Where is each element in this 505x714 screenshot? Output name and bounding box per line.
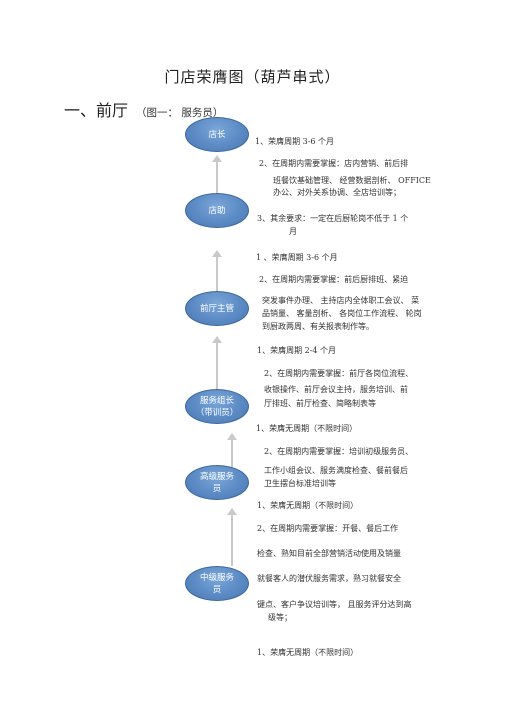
node-front-supervisor: 前厅主管 (185, 291, 249, 326)
desc-line: 1、荣膺无周期（不限时间） (256, 424, 358, 433)
node-label-sub: 员 (212, 483, 222, 494)
desc-line: 级等； (268, 613, 292, 622)
desc-line: 到厨政两周、有关报表制作等。 (262, 322, 374, 331)
node-label: 店助 (208, 205, 226, 216)
desc-line: 2、在周期内需要掌握：开餐、餐后工作 (257, 524, 399, 533)
desc-line: 1、荣膺无周期（不限时间） (257, 501, 359, 510)
desc-line: 3、其余要求：一定在后厨轮岗不低于 1 个 (257, 214, 409, 223)
page-title: 门店荣膺图（葫芦串式） (164, 68, 341, 86)
desc-line: 办公、对外关系协调、全店培训等； (273, 188, 401, 197)
desc-line: 收银操作、前厅会议主持，服务培训、前 (264, 385, 408, 394)
desc-line: 工作小组会议、服务满度检查、餐前餐后 (264, 466, 408, 475)
desc-line: 就餐客人的潜伏服务需求，熟习就餐安全 (257, 574, 401, 583)
node-label-sub: （带训员） (195, 407, 239, 418)
desc-line: 键点、客户争议培训等， 且服务评分达到高 (257, 600, 412, 609)
desc-line: 1 、荣膺周期 3-6 个月 (256, 253, 338, 262)
node-label-sub: 员 (212, 584, 222, 595)
arrow-up (212, 336, 222, 391)
desc-line: 品销量、 客量剖析、 各岗位工作流程、 轮岗 (262, 309, 422, 318)
desc-line: 2、在周期内需要掌握：前后厨排班、紧迫 (259, 275, 409, 284)
section-note: （图一： 服务员） (136, 107, 224, 119)
desc-line: 检查、熟知目前全部营销活动使用及销量 (257, 549, 401, 558)
node-senior-server: 高级服务 员 (185, 465, 249, 500)
desc-line: 2、在周期内需要掌握：前厅各岗位流程、 (264, 369, 414, 378)
desc-line: 班餐饮基础管理、 经营数据剖析、 OFFICE (273, 176, 431, 185)
desc-line: 2、在周期内需要掌握：店内营销、前后排 (259, 159, 409, 168)
arrow-up (212, 155, 222, 198)
desc-line: 1、荣膺周期 2-4 个月 (257, 346, 337, 355)
section-heading-text: 一、前厅 (64, 101, 129, 120)
desc-line: 1、荣膺无周期（不限时间） (257, 648, 359, 657)
desc-line: 2、在周期内需要掌握：培训初级服务员、 (264, 447, 414, 456)
node-label: 高级服务 (199, 471, 234, 482)
node-intermediate-server: 中级服务 员 (185, 566, 249, 601)
node-assistant-manager: 店助 (185, 193, 249, 228)
node-label: 前厅主管 (199, 303, 234, 314)
node-team-leader: 服务组长 （带训员） (185, 389, 249, 424)
node-label: 店长 (208, 129, 226, 140)
arrow-up (227, 433, 237, 467)
desc-line: 1、荣膺周期 3-6 个月 (255, 137, 335, 146)
arrow-up (227, 508, 237, 566)
node-label: 服务组长 (199, 395, 234, 406)
node-label: 中级服务 (199, 572, 234, 583)
desc-line: 卫生摆台标准培训等 (264, 479, 336, 488)
arrow-up (212, 250, 222, 292)
desc-line: 突发事件办理、 主持店内全体职工会议、 菜 (262, 296, 420, 305)
desc-line: 月 (289, 227, 297, 236)
desc-line: 厅排班、前厅检查、简略制表等 (264, 399, 376, 408)
node-store-manager: 店长 (185, 117, 249, 152)
section-heading: 一、前厅 （图一： 服务员） (64, 97, 223, 121)
